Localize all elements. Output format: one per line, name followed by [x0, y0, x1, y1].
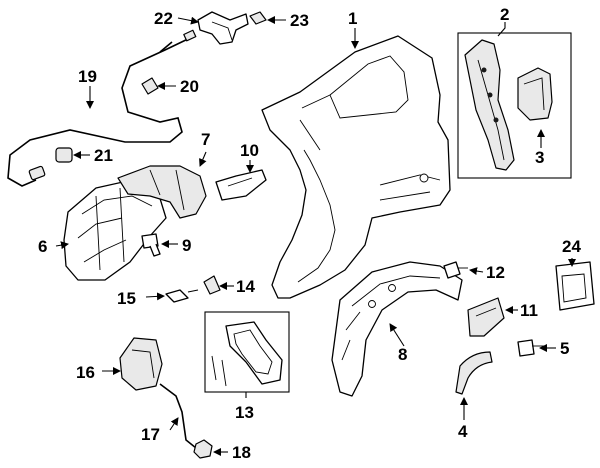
callout-21: 21: [94, 146, 113, 165]
callout-5: 5: [560, 339, 569, 358]
callout-19: 19: [78, 67, 97, 86]
group-box-13: [204, 311, 290, 393]
bracket-part-7: [117, 165, 207, 219]
group-box-2-3: [457, 32, 572, 179]
clip-part-20: [141, 77, 159, 95]
rod-part-17: [159, 383, 197, 449]
callout-13-label: 13: [235, 403, 254, 422]
clip-part-14: [203, 275, 221, 295]
callout-16: 16: [76, 363, 95, 382]
callout-24: 24: [562, 237, 581, 256]
callout-11: 11: [520, 301, 538, 320]
pillar-reinforcement-group: [457, 32, 572, 179]
bracket-part-10: [215, 169, 267, 201]
callout-3: 3: [535, 148, 544, 167]
callout-22: 22: [154, 9, 173, 28]
callout-23: 23: [290, 11, 309, 30]
nut-part-18: [193, 439, 213, 459]
callout-12: 12: [486, 263, 505, 282]
callout-20: 20: [180, 77, 199, 96]
callout-6: 6: [38, 237, 47, 256]
fuel-pocket-part-24: [555, 261, 595, 311]
callout-10: 10: [240, 141, 259, 160]
leader-lines: [55, 16, 576, 456]
callout-18: 18: [232, 443, 251, 462]
wheelhouse-liner-part: [331, 261, 463, 397]
callout-2: 2: [500, 5, 509, 24]
callout-8: 8: [398, 345, 407, 364]
clip-part-21: [55, 147, 73, 163]
bracket-part-16: [119, 337, 163, 391]
fuel-door-bracket-part: [197, 11, 267, 45]
screw-part-12: [443, 261, 468, 279]
screw-part-15: [165, 289, 199, 303]
seal-kit-group: [204, 311, 290, 393]
callout-4: 4: [458, 422, 468, 441]
quarter-panel-part: [261, 35, 451, 299]
trim-strip-part-4: [455, 351, 493, 395]
callout-15: 15: [117, 289, 136, 308]
callout-1: 1: [348, 9, 357, 28]
callout-7: 7: [201, 130, 210, 149]
callout-9: 9: [182, 236, 191, 255]
bracket-part-11: [467, 297, 505, 337]
callout-labels: 1 2 3 4 5 6 7 8 9 10 11 12 12 13 14 15 1…: [38, 5, 581, 462]
fuel-door-cable-part: [7, 29, 197, 187]
callout-17: 17: [141, 425, 160, 444]
callout-14: 14: [236, 277, 255, 296]
screw-part-5: [517, 339, 544, 357]
screw-part-9: [141, 233, 161, 257]
